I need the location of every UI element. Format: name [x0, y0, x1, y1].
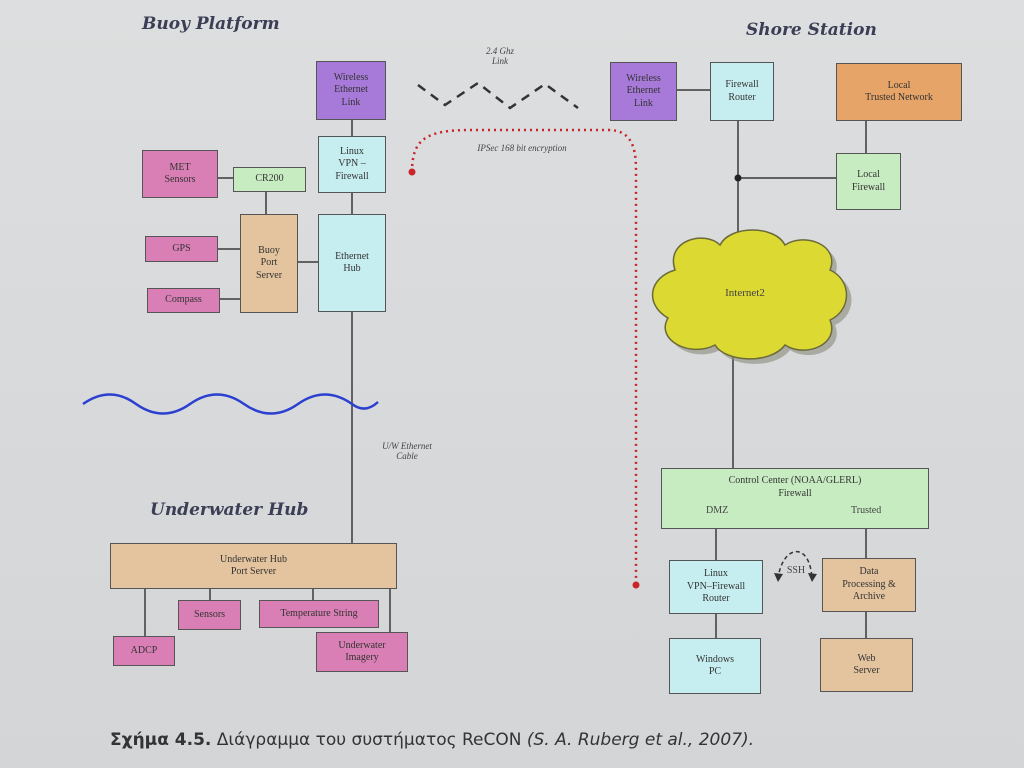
dmz-label: DMZ — [706, 505, 729, 516]
buoy-port-server: Buoy Port Server — [240, 214, 298, 313]
underwater-hub-title: Underwater Hub — [150, 500, 309, 520]
underwater-imagery: Underwater Imagery — [316, 632, 408, 672]
sensors: Sensors — [178, 600, 241, 630]
local-firewall: Local Firewall — [836, 153, 901, 210]
compass: Compass — [147, 288, 220, 313]
ssh-label: SSH — [786, 565, 806, 576]
adcp: ADCP — [113, 636, 175, 666]
ipsec-endpoint-shore — [632, 581, 640, 589]
internet2-cloud — [652, 229, 852, 364]
trusted-label: Trusted — [851, 505, 882, 516]
caption-label: Σχήμα 4.5. — [110, 730, 212, 750]
internet2-label: Internet2 — [725, 287, 765, 299]
firewall-router: Firewall Router — [710, 62, 774, 121]
buoy-platform-title: Buoy Platform — [142, 14, 280, 34]
ipsec-label: IPSec 168 bit encryption — [477, 143, 567, 153]
caption-text: Διάγραμμα του συστήματος ReCON — [211, 730, 527, 750]
water-surface-wave — [82, 393, 379, 415]
ipsec-endpoint-buoy — [408, 168, 416, 176]
underwater-hub-port-server: Underwater Hub Port Server — [110, 543, 397, 589]
junction-dot — [734, 174, 742, 182]
cr200: CR200 — [233, 167, 306, 192]
windows-pc: Windows PC — [669, 638, 761, 694]
ethernet-hub: Ethernet Hub — [318, 214, 386, 312]
ipsec-encrypted-path — [410, 128, 638, 584]
gps: GPS — [145, 236, 218, 262]
caption-citation: (S. A. Ruberg et al., 2007). — [526, 730, 755, 750]
web-server: Web Server — [820, 638, 913, 692]
shore-wireless-ethernet-link: Wireless Ethernet Link — [610, 62, 677, 121]
ssh-arrow — [777, 550, 813, 580]
buoy-wireless-ethernet-link: Wireless Ethernet Link — [316, 61, 386, 120]
wireless-link-zigzag — [417, 81, 579, 110]
control-center-firewall: Control Center (NOAA/GLERL) Firewall — [661, 468, 929, 529]
buoy-linux-vpn-firewall: Linux VPN – Firewall — [318, 136, 386, 193]
shore-linux-vpn-firewall-router: Linux VPN–Firewall Router — [669, 560, 763, 614]
shore-station-title: Shore Station — [746, 20, 877, 40]
temperature-string: Temperature String — [259, 600, 379, 628]
local-trusted-network: Local Trusted Network — [836, 63, 962, 121]
uw-ethernet-cable-label: U/W Ethernet Cable — [382, 441, 432, 461]
data-processing-archive: Data Processing & Archive — [822, 558, 916, 612]
wireless-link-label: 2.4 Ghz Link — [485, 46, 514, 66]
met-sensors: MET Sensors — [142, 150, 218, 198]
figure-caption: Σχήμα 4.5. Διάγραμμα του συστήματος ReCO… — [110, 730, 754, 750]
